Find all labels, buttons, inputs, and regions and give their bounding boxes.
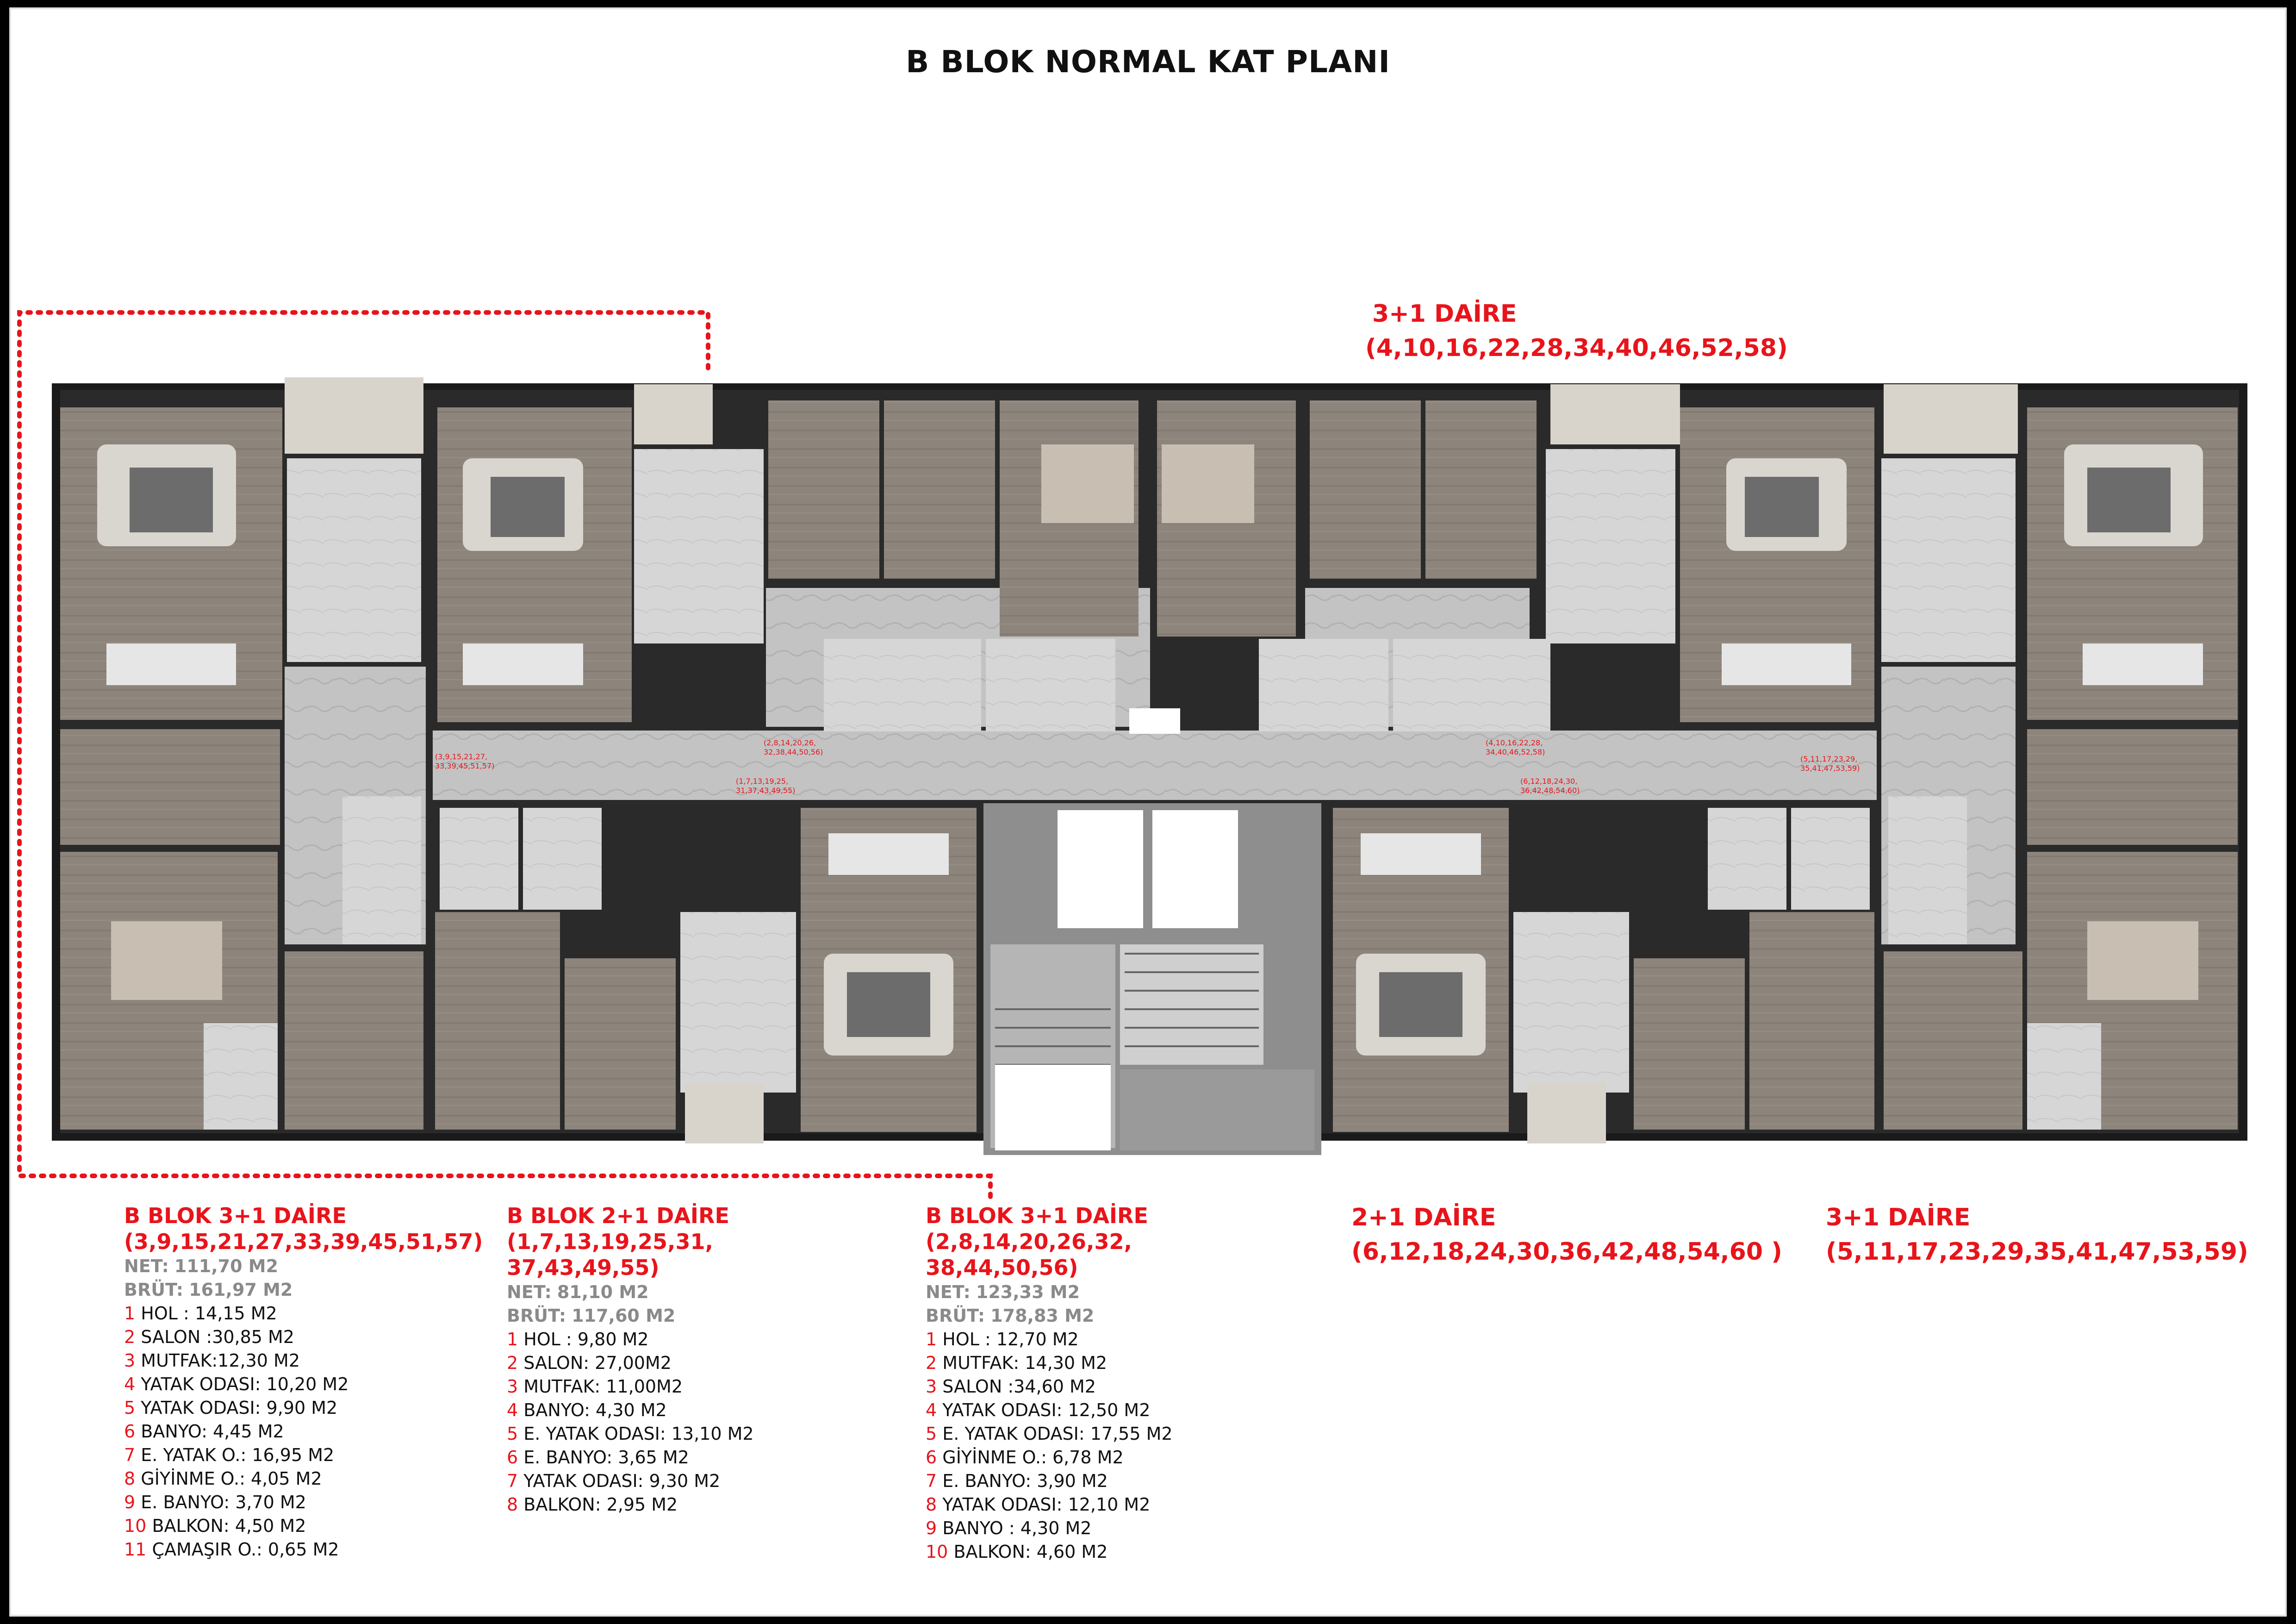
spec-room-row: 5 E. YATAK ODASI: 13,10 M2 (507, 1424, 754, 1444)
top-unit-numbers: (4,10,16,22,28,34,40,46,52,58) (1365, 334, 1788, 362)
plan-tag-top-left: (2,8,14,20,26, 32,38,44,50,56) (764, 738, 823, 756)
spec-net: NET: 123,33 M2 (926, 1282, 1080, 1302)
spec-room-row: 10 BALKON: 4,60 M2 (926, 1542, 1108, 1562)
unit-label-3plus1-right: 3+1 DAİRE (1826, 1204, 1971, 1231)
spec-room-row: 3 SALON :34,60 M2 (926, 1376, 1096, 1397)
middle-rooms (60, 729, 2238, 845)
spec-room-row: 8 YATAK ODASI: 12,10 M2 (926, 1494, 1151, 1515)
selected-unit-outline (17, 310, 993, 1206)
plan-tag-left: (3,9,15,21,27, 33,39,45,51,57) (435, 752, 495, 770)
spec-units-cont: 37,43,49,55) (507, 1255, 660, 1280)
spec-room-row: 4 YATAK ODASI: 10,20 M2 (124, 1374, 349, 1394)
spec-room-row: 4 YATAK ODASI: 12,50 M2 (926, 1400, 1151, 1420)
spec-brut: BRÜT: 117,60 M2 (507, 1305, 676, 1326)
plan-tag-right: (5,11,17,23,29, 35,41,47,53,59) (1800, 755, 1860, 773)
spec-room-row: 8 BALKON: 2,95 M2 (507, 1494, 678, 1515)
spec-block-1: B BLOK 3+1 DAİRE(3,9,15,21,27,33,39,45,5… (124, 1203, 483, 1562)
spec-room-row: 6 GİYİNME O.: 6,78 M2 (926, 1447, 1124, 1468)
spec-title: B BLOK 3+1 DAİRE (124, 1203, 347, 1228)
spec-room-row: 3 MUTFAK: 11,00M2 (507, 1376, 683, 1397)
spec-room-row: 7 E. YATAK O.: 16,95 M2 (124, 1445, 335, 1465)
page-title: B BLOK NORMAL KAT PLANI (906, 44, 1390, 80)
spec-block-2: B BLOK 2+1 DAİRE(1,7,13,19,25,31,37,43,4… (507, 1203, 754, 1517)
spec-room-row: 6 E. BANYO: 3,65 M2 (507, 1447, 689, 1468)
plan-tag-bottom-right: (6,12,18,24,30, 36,42,48,54,60) (1520, 777, 1580, 795)
spec-room-row: 4 BANYO: 4,30 M2 (507, 1400, 667, 1420)
spec-room-row: 1 HOL : 9,80 M2 (507, 1329, 649, 1349)
spec-net: NET: 111,70 M2 (124, 1256, 279, 1276)
spec-units-cont: 38,44,50,56) (926, 1255, 1078, 1280)
plan-tag-bottom-left: (1,7,13,19,25, 31,37,43,49,55) (736, 777, 796, 795)
spec-room-row: 8 GİYİNME O.: 4,05 M2 (124, 1468, 322, 1489)
furniture (97, 444, 2203, 1056)
spec-room-row: 9 BANYO : 4,30 M2 (926, 1518, 1092, 1538)
spec-room-row: 2 MUTFAK: 14,30 M2 (926, 1353, 1108, 1373)
spec-room-row: 3 MUTFAK:12,30 M2 (124, 1350, 300, 1371)
spec-room-row: 7 YATAK ODASI: 9,30 M2 (507, 1471, 721, 1491)
spec-brut: BRÜT: 178,83 M2 (926, 1305, 1095, 1326)
spec-room-row: 1 HOL : 14,15 M2 (124, 1303, 277, 1324)
spec-room-row: 5 E. YATAK ODASI: 17,55 M2 (926, 1424, 1173, 1444)
spec-room-row: 2 SALON :30,85 M2 (124, 1327, 294, 1347)
spec-title: B BLOK 2+1 DAİRE (507, 1203, 729, 1228)
spec-room-row: 11 ÇAMAŞIR O.: 0,65 M2 (124, 1539, 339, 1560)
building-core (983, 708, 1321, 1155)
spec-brut: BRÜT: 161,97 M2 (124, 1280, 293, 1300)
spec-block-3: B BLOK 3+1 DAİRE(2,8,14,20,26,32,38,44,5… (926, 1203, 1173, 1564)
plan-tag-top-right: (4,10,16,22,28, 34,40,46,52,58) (1486, 738, 1545, 756)
spec-title: B BLOK 3+1 DAİRE (926, 1203, 1148, 1228)
spec-room-row: 1 HOL : 12,70 M2 (926, 1329, 1079, 1349)
spec-room-row: 7 E. BANYO: 3,90 M2 (926, 1471, 1108, 1491)
spec-net: NET: 81,10 M2 (507, 1282, 649, 1302)
unit-label-2plus1: 2+1 DAİRE (1351, 1204, 1496, 1231)
spec-room-row: 9 E. BANYO: 3,70 M2 (124, 1492, 306, 1512)
spec-room-row: 10 BALKON: 4,50 M2 (124, 1516, 306, 1536)
unit-numbers-3plus1-right: (5,11,17,23,29,35,41,47,53,59) (1826, 1238, 2248, 1266)
spec-units: (1,7,13,19,25,31, (507, 1229, 713, 1254)
central-corridor (433, 731, 1877, 800)
spec-units: (3,9,15,21,27,33,39,45,51,57) (124, 1229, 483, 1254)
spec-room-row: 6 BANYO: 4,45 M2 (124, 1421, 284, 1442)
unit-numbers-2plus1: (6,12,18,24,30,36,42,48,54,60 ) (1351, 1238, 1782, 1266)
spec-room-row: 2 SALON: 27,00M2 (507, 1353, 672, 1373)
spec-room-row: 5 YATAK ODASI: 9,90 M2 (124, 1398, 338, 1418)
spec-units: (2,8,14,20,26,32, (926, 1229, 1132, 1254)
top-unit-label: 3+1 DAİRE (1372, 300, 1517, 328)
